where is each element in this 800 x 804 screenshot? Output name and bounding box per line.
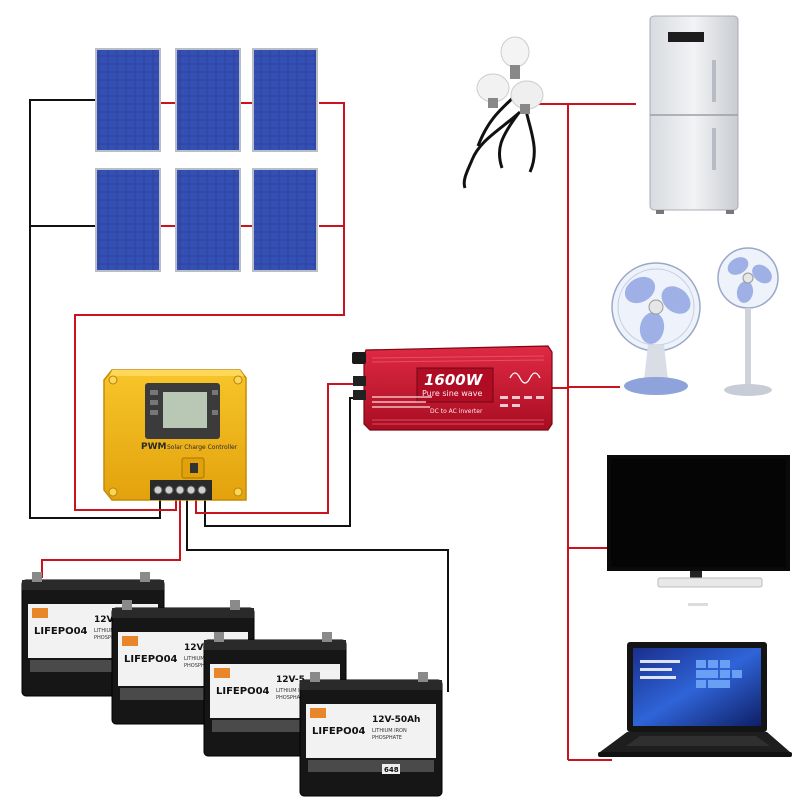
battery-code-label: 648 bbox=[384, 766, 399, 774]
solar-panel-icon bbox=[95, 168, 161, 272]
inverter-icon bbox=[352, 345, 553, 431]
battery-rating-label: 12V-5 bbox=[276, 675, 305, 685]
battery-rating-label: 12V-5 bbox=[184, 643, 213, 653]
charge-controller-icon bbox=[103, 369, 247, 501]
battery-type-label: LIFEPO04 bbox=[312, 726, 366, 737]
charge-controller: PWM Solar Charge Controller bbox=[103, 369, 247, 501]
inverter-wave-label: Pure sine wave bbox=[422, 389, 482, 398]
desk-fan-icon bbox=[611, 262, 701, 395]
battery-chemistry-line1: LITHIUM IRON bbox=[372, 728, 407, 734]
solar-array bbox=[95, 48, 318, 272]
controller-brand-label: PWM bbox=[141, 442, 167, 452]
inverter-subtitle: DC to AC inverter bbox=[430, 408, 483, 415]
battery-chemistry-line2: PHOSPHATE bbox=[276, 695, 306, 701]
battery-chemistry-line2: PHOSPHATE bbox=[184, 663, 214, 669]
solar-panel-icon bbox=[252, 48, 318, 152]
panel-negative-wire bbox=[29, 99, 161, 519]
battery-chemistry-line1: LITHIUM IRON bbox=[276, 688, 311, 694]
solar-panel-icon bbox=[95, 48, 161, 152]
battery-chemistry-line2: PHOSPHATE bbox=[372, 735, 402, 741]
positive-wires bbox=[41, 102, 636, 761]
battery-icon bbox=[299, 672, 443, 797]
stand-fan-icon bbox=[717, 247, 779, 396]
laptop-icon bbox=[598, 642, 792, 757]
inverter-power-label: 1600W bbox=[424, 371, 484, 389]
solar-panel-icon bbox=[175, 168, 241, 272]
refrigerator-icon bbox=[649, 15, 739, 214]
battery-type-label: LIFEPO04 bbox=[216, 686, 270, 697]
battery-chemistry-line1: LITHIUM IRON bbox=[184, 656, 219, 662]
battery-type-label: LIFEPO04 bbox=[34, 626, 88, 637]
battery-negative-wire bbox=[186, 497, 449, 692]
light-bulbs-icon bbox=[462, 36, 544, 189]
battery-chemistry-line1: LITHIUM IRON bbox=[94, 628, 129, 634]
controller-subtitle: Solar Charge Controller bbox=[167, 444, 238, 451]
panel-series-links bbox=[160, 102, 253, 227]
solar-panel-icon bbox=[252, 168, 318, 272]
wiring bbox=[29, 99, 636, 761]
television-icon bbox=[607, 455, 790, 606]
battery-type-label: LIFEPO04 bbox=[124, 654, 178, 665]
battery-positive-wire bbox=[41, 500, 181, 578]
inverter: 1600W Pure sine wave DC to AC inverter bbox=[352, 345, 553, 431]
battery-chemistry-line2: PHOSPHATE bbox=[94, 635, 124, 641]
battery-rating-label: 12V-5 bbox=[94, 615, 123, 625]
battery-rating-label: 12V-50Ah bbox=[372, 715, 420, 725]
panel-positive-wire bbox=[74, 102, 345, 511]
solar-panel-icon bbox=[175, 48, 241, 152]
inverter-positive-wire bbox=[195, 383, 368, 514]
ac-output-bus bbox=[548, 103, 636, 389]
